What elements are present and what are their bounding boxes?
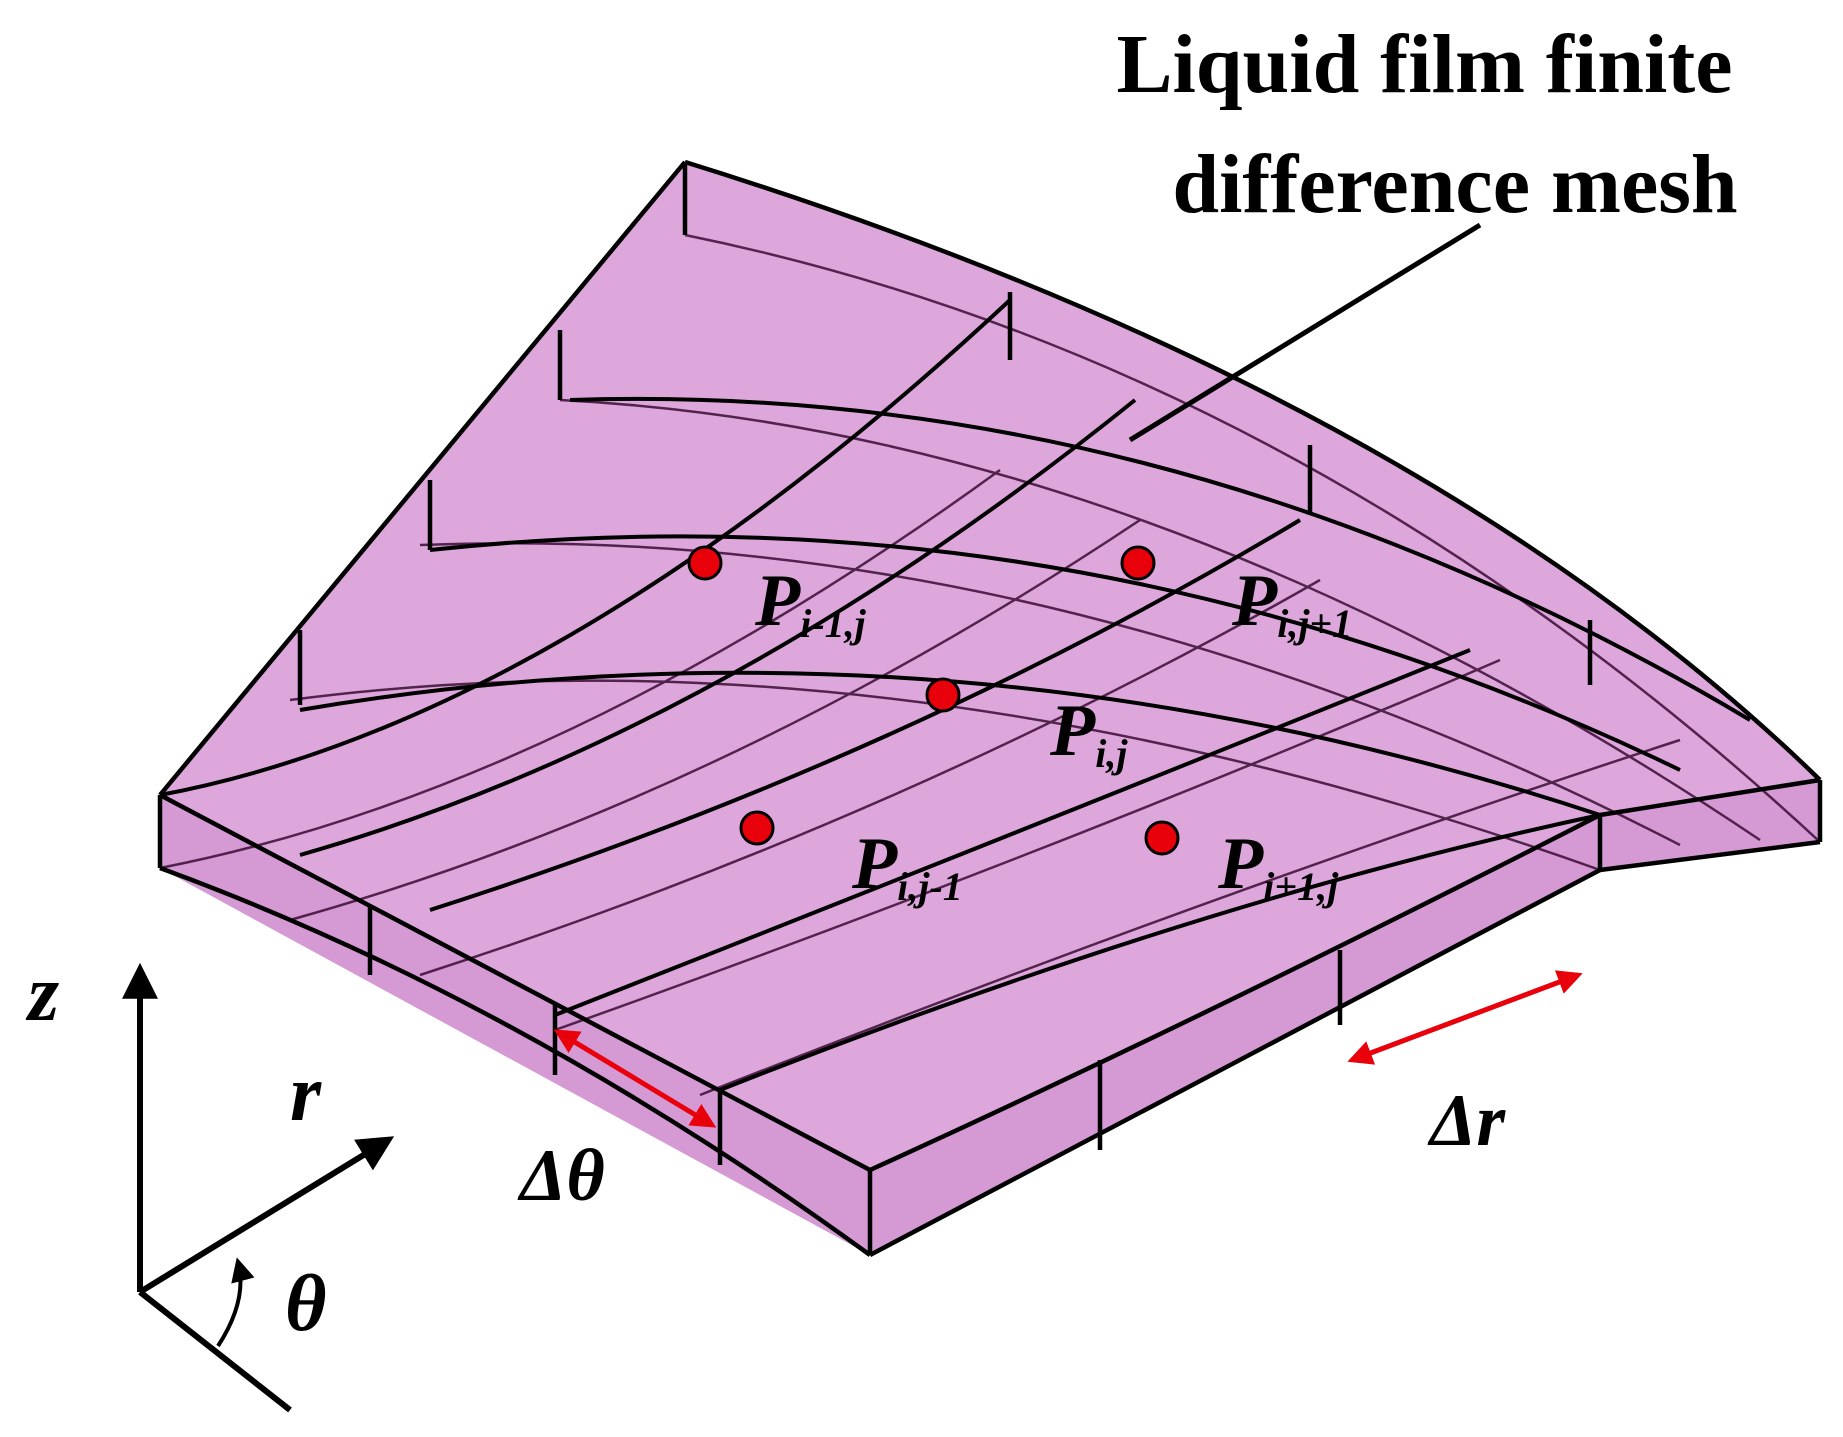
coordinate-axes: z r θ [25, 950, 395, 1413]
node-dot [687, 545, 723, 581]
delta-r-label: Δr [1427, 1080, 1506, 1162]
node-subscript: i,j+1 [1277, 601, 1352, 646]
delta-theta-dimension: Δθ [517, 1029, 717, 1217]
mesh-nodes: Pi-1,j Pi,j+1 Pi,j Pi,j-1 Pi+1,j [687, 545, 1352, 909]
film-top-surface [160, 162, 1820, 1170]
r-axis-label: r [290, 1050, 322, 1138]
node-symbol: P [1049, 690, 1096, 772]
node-p-i-jp1: Pi,j+1 [1120, 545, 1352, 646]
delta-theta-arrow [553, 1029, 717, 1128]
node-dot [1120, 545, 1156, 581]
node-subscript: i,j-1 [897, 864, 963, 909]
node-p-im1-j: Pi-1,j [687, 545, 867, 646]
node-label: Pi,j [1049, 690, 1128, 776]
theta-reference-line [138, 1289, 292, 1413]
delta-r-arrow [1347, 970, 1583, 1065]
theta-arc-arrow [216, 1257, 255, 1348]
liquid-film-slab [160, 162, 1820, 1255]
node-symbol: P [851, 823, 898, 905]
node-subscript: i,j [1095, 731, 1128, 776]
title-line-1: Liquid film finite [1116, 18, 1732, 111]
title-line-2: difference mesh [1172, 138, 1737, 231]
node-p-i-j: Pi,j [925, 677, 1128, 776]
node-dot [739, 810, 775, 846]
diagram-title: Liquid film finite difference mesh [1116, 18, 1753, 231]
node-symbol: P [1217, 823, 1264, 905]
node-dot [1144, 820, 1180, 856]
title-leader-line [1128, 222, 1482, 443]
r-axis-arrow [138, 1136, 395, 1295]
delta-r-dimension: Δr [1347, 970, 1583, 1162]
node-label: Pi,j+1 [1231, 560, 1352, 646]
node-label: Pi-1,j [754, 560, 867, 646]
node-p-i-jm1: Pi,j-1 [739, 810, 963, 909]
node-dot [925, 677, 961, 713]
node-symbol: P [754, 560, 801, 642]
node-label: Pi,j-1 [851, 823, 963, 909]
node-subscript: i-1,j [800, 601, 866, 646]
node-label: Pi+1,j [1217, 823, 1339, 909]
delta-theta-label: Δθ [517, 1135, 605, 1217]
theta-label: θ [285, 1260, 327, 1348]
node-p-ip1-j: Pi+1,j [1144, 820, 1339, 909]
film-outline [157, 159, 1823, 1257]
node-symbol: P [1231, 560, 1278, 642]
mesh-top-grid [159, 298, 1752, 1092]
node-subscript: i+1,j [1263, 864, 1339, 909]
z-axis-label: z [25, 950, 59, 1038]
